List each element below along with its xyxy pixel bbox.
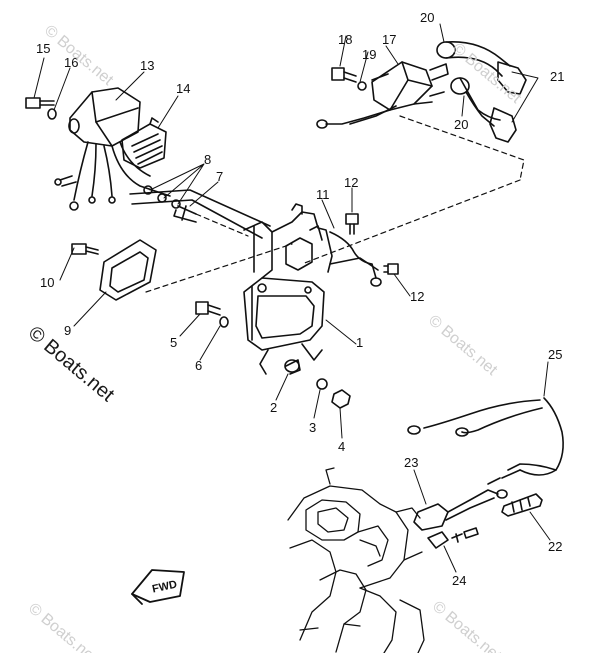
neutral-switch-part-23 xyxy=(413,489,508,531)
washer-part-6 xyxy=(219,316,229,328)
callout-12-upper: 12 xyxy=(344,175,359,190)
terminal-sleeve-part-22 xyxy=(501,493,543,517)
callout-10: 10 xyxy=(40,275,55,290)
callout-15: 15 xyxy=(36,41,51,56)
callout-8: 8 xyxy=(204,152,212,167)
ground-lead-part-11 xyxy=(329,231,382,287)
base-plate-part-1 xyxy=(243,203,379,375)
callout-18: 18 xyxy=(338,32,353,47)
plug-cap-part-20-upper xyxy=(436,41,527,95)
callout-17: 17 xyxy=(382,32,397,47)
callout-20-lower: 20 xyxy=(454,117,469,132)
cover-plate-part-9 xyxy=(99,239,157,301)
screw-part-24 xyxy=(427,527,479,549)
washer-part-19 xyxy=(357,81,367,91)
cdi-unit-part-13 xyxy=(54,87,171,211)
screw-part-5 xyxy=(195,301,221,316)
callout-25: 25 xyxy=(548,347,563,362)
callout-6: 6 xyxy=(195,358,203,373)
mounting-bracket-part-7 xyxy=(129,189,271,239)
callout-23: 23 xyxy=(404,455,419,470)
callout-14: 14 xyxy=(176,81,191,96)
screw-part-15 xyxy=(25,97,55,109)
callout-9: 9 xyxy=(64,323,72,338)
callout-16: 16 xyxy=(64,55,79,70)
callout-2: 2 xyxy=(270,400,278,415)
callout-5: 5 xyxy=(170,335,178,350)
screw-part-10 xyxy=(71,243,99,255)
callout-22: 22 xyxy=(548,539,563,554)
plug-cap-part-20-lower xyxy=(450,77,517,143)
washer-part-16 xyxy=(47,108,57,120)
callout-19: 19 xyxy=(362,47,377,62)
screw-part-12-lower xyxy=(383,263,399,275)
washer-part-3 xyxy=(316,378,328,390)
reference-lines xyxy=(145,115,525,293)
engine-block-outline xyxy=(287,467,425,653)
callout-7: 7 xyxy=(216,169,224,184)
ignition-coil-part-17 xyxy=(316,61,449,129)
nut-part-4 xyxy=(331,389,351,409)
leader-lines xyxy=(33,23,551,573)
forward-direction-arrow xyxy=(131,569,185,605)
callout-24: 24 xyxy=(452,573,467,588)
clamp-screws-part-8 xyxy=(143,185,181,209)
callout-1: 1 xyxy=(356,335,364,350)
callout-13: 13 xyxy=(140,58,155,73)
rectifier-part-14 xyxy=(121,117,167,169)
forward-direction-label: FWD xyxy=(151,579,178,596)
callout-21: 21 xyxy=(550,69,565,84)
screw-part-18 xyxy=(331,67,357,83)
callout-3: 3 xyxy=(309,420,317,435)
screw-part-12-upper xyxy=(345,213,359,235)
wire-harness-part-25 xyxy=(407,397,564,485)
callout-11: 11 xyxy=(316,187,330,202)
callout-12-lower: 12 xyxy=(410,289,425,304)
callout-4: 4 xyxy=(338,439,346,454)
collar-part-2 xyxy=(284,359,301,375)
callout-20-upper: 20 xyxy=(420,10,435,25)
